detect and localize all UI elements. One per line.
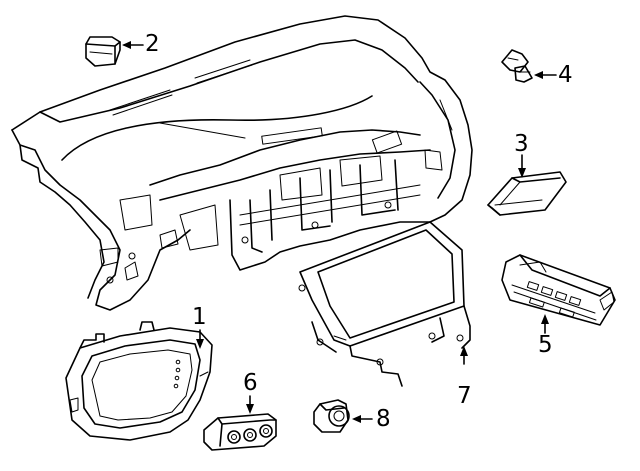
instrument-panel-drawing [11, 15, 473, 311]
callout-2: 2 [145, 31, 160, 57]
callout-1: 1 [192, 304, 207, 330]
callout-7: 7 [457, 383, 472, 409]
callout-3: 3 [514, 131, 529, 157]
part-1-drawing [65, 321, 213, 441]
part-8-drawing [313, 399, 373, 433]
callout-6: 6 [243, 370, 258, 396]
part-6-drawing [203, 395, 277, 451]
part-3-drawing [487, 154, 567, 216]
callout-4: 4 [558, 62, 573, 88]
part-7-drawing [298, 221, 471, 387]
part-2-drawing [85, 36, 144, 67]
callout-8: 8 [376, 406, 391, 432]
part-4-drawing [501, 49, 557, 83]
part-5-drawing [501, 254, 616, 334]
callout-5: 5 [538, 332, 553, 358]
